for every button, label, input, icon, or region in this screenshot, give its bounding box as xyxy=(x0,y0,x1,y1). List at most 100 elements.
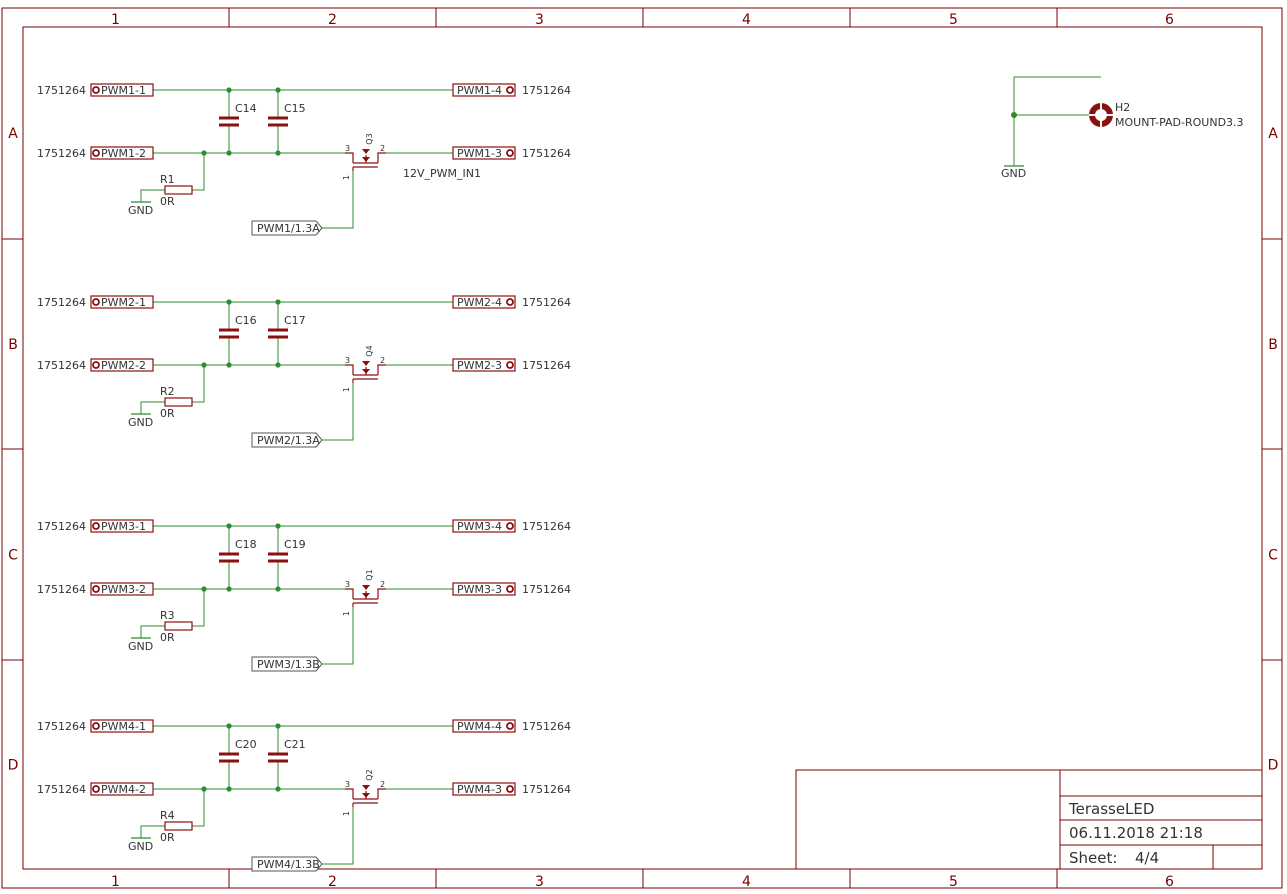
junction-dot xyxy=(275,299,281,305)
connector-out-top-pad-icon xyxy=(506,522,514,530)
input-port-label: PWM1/1.3A xyxy=(257,222,320,235)
capacitor-label: C21 xyxy=(284,738,306,751)
mosfet-diode-icon xyxy=(362,149,370,154)
connector-out-top-pad-icon xyxy=(506,86,514,94)
connector-in-top-box xyxy=(90,83,154,97)
resistor-value: 0R xyxy=(160,831,175,844)
part-number-in-bottom: 1751264 xyxy=(37,147,86,160)
row-label-left: C xyxy=(8,548,18,564)
connector-out-top-box xyxy=(452,719,516,733)
connector-in-bottom-label: PWM1-2 xyxy=(101,147,146,160)
connector-in-top-box xyxy=(90,519,154,533)
connector-in-bottom-pad-icon xyxy=(92,361,100,369)
connector-in-bottom-label: PWM4-2 xyxy=(101,783,146,796)
connector-in-top-label: PWM1-1 xyxy=(101,84,146,97)
connector-out-top-pad-icon xyxy=(506,722,514,730)
input-port-label: PWM4/1.3B xyxy=(257,858,320,871)
frame-grid xyxy=(2,8,1282,888)
part-number-in-top: 1751264 xyxy=(37,520,86,533)
junction-dot xyxy=(226,150,232,156)
mosfet-pin-2: 2 xyxy=(380,144,385,153)
row-label-right: D xyxy=(1268,758,1279,774)
gnd-label: GND xyxy=(128,416,153,429)
junction-dot xyxy=(201,586,207,592)
junction-dot xyxy=(275,150,281,156)
junction-dot xyxy=(226,586,232,592)
mosfet-diode-icon xyxy=(362,361,370,366)
capacitor-label: C19 xyxy=(284,538,306,551)
resistor-label: R4 xyxy=(160,809,175,822)
mosfet-drain-lead xyxy=(377,364,386,375)
part-number-out-top: 1751264 xyxy=(522,296,571,309)
channel-wires xyxy=(140,89,453,229)
gnd-wire xyxy=(140,625,165,638)
project-title: TerasseLED xyxy=(1068,800,1154,818)
capacitor-label: C18 xyxy=(235,538,257,551)
connector-in-bottom-pad-icon xyxy=(92,585,100,593)
resistor-wire xyxy=(192,589,205,627)
gate-wire xyxy=(322,806,354,865)
connector-in-top-pad-icon xyxy=(92,722,100,730)
resistor-body xyxy=(164,397,193,407)
gnd-wire xyxy=(140,401,165,414)
gnd-wire xyxy=(140,189,165,202)
mount-pad-wire xyxy=(1013,76,1101,166)
connector-out-bottom-label: PWM4-3 xyxy=(457,783,502,796)
part-number-out-bottom: 1751264 xyxy=(522,583,571,596)
mosfet-pin-2: 2 xyxy=(380,356,385,365)
sheet-value: 4/4 xyxy=(1135,849,1159,867)
gnd-wire xyxy=(140,825,165,838)
resistor-body xyxy=(164,821,193,831)
junction-dot xyxy=(226,723,232,729)
gnd-label: GND xyxy=(128,640,153,653)
connector-in-top-box xyxy=(90,719,154,733)
connector-in-bottom-label: PWM3-2 xyxy=(101,583,146,596)
part-number-in-top: 1751264 xyxy=(37,84,86,97)
connector-in-top-pad-icon xyxy=(92,522,100,530)
capacitor-label: C17 xyxy=(284,314,306,327)
gate-wire xyxy=(322,606,354,665)
mosfet-symbol xyxy=(345,788,386,807)
title-date: 06.11.2018 21:18 xyxy=(1069,824,1203,842)
junction-dot xyxy=(201,150,207,156)
connector-out-bottom-pad-icon xyxy=(506,585,514,593)
connector-in-top-label: PWM4-1 xyxy=(101,720,146,733)
mosfet-pin-3: 3 xyxy=(345,580,350,589)
connector-out-top-box xyxy=(452,519,516,533)
column-label-bottom: 5 xyxy=(949,874,958,890)
connector-out-top-label: PWM3-4 xyxy=(457,520,502,533)
connector-out-top-box xyxy=(452,295,516,309)
mosfet-diode-icon xyxy=(362,585,370,590)
connector-out-top-label: PWM2-4 xyxy=(457,296,502,309)
column-label-bottom: 2 xyxy=(328,874,337,890)
row-label-left: D xyxy=(8,758,19,774)
junction-dot xyxy=(275,523,281,529)
input-port-label: PWM3/1.3B xyxy=(257,658,320,671)
connector-out-bottom-pad-icon xyxy=(506,149,514,157)
connector-in-top-box xyxy=(90,295,154,309)
part-number-in-top: 1751264 xyxy=(37,720,86,733)
connector-in-bottom-box xyxy=(90,358,154,372)
row-label-right: A xyxy=(1268,126,1278,142)
row-label-right: C xyxy=(1268,548,1278,564)
column-label-top: 1 xyxy=(111,12,120,28)
junction-dot xyxy=(275,786,281,792)
mosfet-pin-3: 3 xyxy=(345,144,350,153)
column-label-top: 6 xyxy=(1165,12,1174,28)
column-label-bottom: 1 xyxy=(111,874,120,890)
junction-dot xyxy=(226,786,232,792)
input-port-label: PWM2/1.3A xyxy=(257,434,320,447)
outer-frame xyxy=(1,7,1283,889)
connector-in-bottom-box xyxy=(90,582,154,596)
gate-wire xyxy=(322,170,354,229)
gnd-label: GND xyxy=(128,840,153,853)
mount-pad: GND H2 MOUNT-PAD-ROUND3.3 xyxy=(1001,76,1244,180)
connector-in-top-label: PWM3-1 xyxy=(101,520,146,533)
row-label-right: B xyxy=(1268,337,1278,353)
resistor-wire xyxy=(192,153,205,191)
transistor-label: Q2 xyxy=(365,769,374,780)
mosfet-pin-1: 1 xyxy=(342,175,351,180)
